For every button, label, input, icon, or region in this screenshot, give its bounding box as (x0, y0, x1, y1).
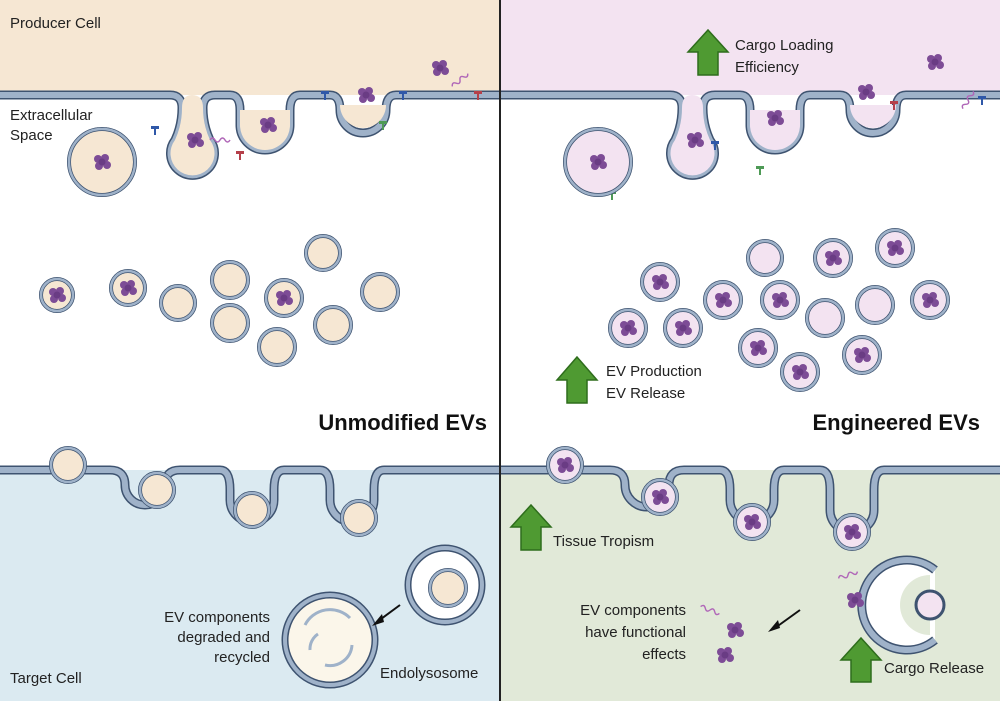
ev-particles (39, 127, 950, 551)
up-arrow-icon (509, 503, 553, 551)
released-cargo (847, 592, 864, 608)
up-arrow-icon (839, 636, 883, 683)
ev-engineered (663, 308, 703, 348)
released-cargo (717, 647, 734, 663)
degraded-membrane (303, 608, 352, 626)
ev-engineered (640, 262, 680, 302)
ev-unmodified (210, 260, 250, 300)
ev-engineered (703, 280, 743, 320)
ev-release-label: EV Release (606, 385, 685, 402)
membrane-protein (236, 151, 244, 160)
functional-label-1: EV components (580, 602, 686, 619)
degraded-label-1: EV components (164, 609, 270, 626)
ev-engineered (855, 285, 895, 325)
functional-label-3: effects (642, 646, 686, 663)
cytoplasmic-cargo (432, 60, 449, 76)
ev-engineered (813, 238, 853, 278)
ev-engineered (733, 503, 771, 541)
cytoplasmic-cargo (927, 54, 944, 70)
ev-engineered (563, 127, 633, 197)
membrane-protein (151, 126, 159, 135)
ev-production-label: EV Production (606, 363, 702, 380)
ev-unmodified (109, 269, 147, 307)
budding-cargo (187, 132, 204, 148)
ev-engineered (833, 513, 871, 551)
budding-cargo (858, 84, 875, 100)
target-cell-label: Target Cell (10, 670, 82, 687)
targeting-ligand (978, 96, 986, 105)
budding-cargo (260, 117, 277, 133)
ev-unmodified (313, 305, 353, 345)
cargo-loading-label-1: Cargo Loading (735, 37, 833, 54)
engineered-evs-title: Engineered EVs (812, 410, 980, 435)
ev-unmodified (304, 234, 342, 272)
producer-cell-engineered (500, 0, 1000, 95)
degraded-membrane (324, 644, 354, 668)
ev-unmodified (340, 499, 378, 537)
up-arrow-icon (686, 28, 730, 76)
budding-cargo (767, 110, 784, 126)
ev-unmodified (257, 327, 297, 367)
ev-engineered (746, 239, 784, 277)
functional-label-2: have functional (585, 624, 686, 641)
ev-unmodified (233, 491, 271, 529)
cargo-release-label: Cargo Release (884, 660, 984, 677)
ev-engineered (780, 352, 820, 392)
ev-engineered (910, 280, 950, 320)
ev-engineered (738, 328, 778, 368)
extracellular-label-2: Space (10, 127, 53, 144)
targeting-ligand (756, 166, 764, 175)
endolysosome-label: Endolysosome (380, 665, 478, 682)
ev-engineered (805, 298, 845, 338)
up-arrow-icon (555, 355, 599, 404)
ev-unmodified (138, 471, 176, 509)
ev-unmodified (264, 278, 304, 318)
degraded-membrane (308, 632, 319, 651)
producer-cell-label: Producer Cell (10, 15, 101, 32)
ev-engineered (842, 335, 882, 375)
budding-cargo (687, 132, 704, 148)
extracellular-label-1: Extracellular (10, 107, 93, 124)
producer-cell-unmodified (0, 0, 500, 95)
ev-unmodified (159, 284, 197, 322)
ev-unmodified (210, 303, 250, 343)
degraded-label-2: degraded and (177, 629, 270, 646)
unmodified-evs-title: Unmodified EVs (318, 410, 487, 435)
ev-engineered (608, 308, 648, 348)
ev-engineered (641, 478, 679, 516)
budding-cargo (358, 87, 375, 103)
ev-unmodified (360, 272, 400, 312)
ev-engineered (546, 446, 584, 484)
released-cargo (727, 622, 744, 638)
ev-unmodified (67, 127, 137, 197)
degraded-label-3: recycled (214, 649, 270, 666)
tissue-tropism-label: Tissue Tropism (553, 533, 654, 550)
ev-engineered (875, 228, 915, 268)
ev-unmodified (49, 446, 87, 484)
ev-unmodified (39, 277, 75, 313)
ev-engineered (760, 280, 800, 320)
cargo-loading-label-2: Efficiency (735, 59, 799, 76)
